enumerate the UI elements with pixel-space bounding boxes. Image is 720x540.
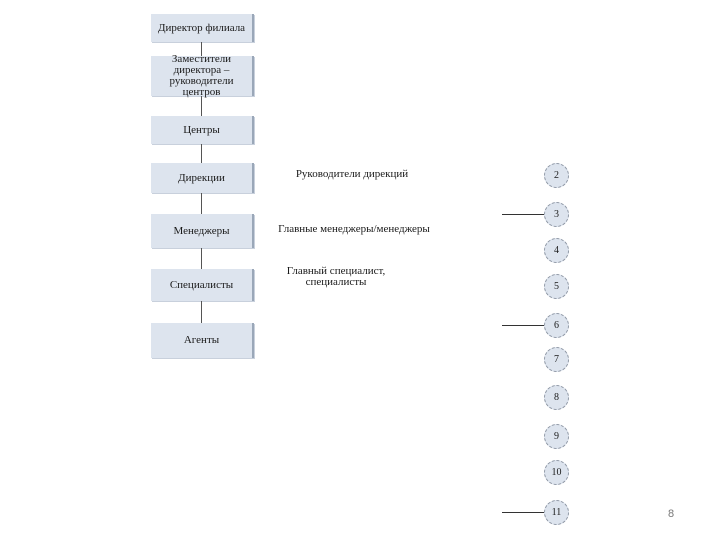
box-label: Заместители директора – руководители цен… [169,53,234,98]
box-label: Центры [183,123,220,136]
annotation-chief-managers: Главные менеджеры/менеджеры [278,223,430,235]
circle-node: 10 [544,460,569,485]
connector [201,301,202,323]
connector [201,42,202,56]
circle-node: 6 [544,313,569,338]
box-centers: Центры [151,116,254,144]
connector [201,193,202,214]
circle-node: 11 [544,500,569,525]
box-label: Агенты [183,334,220,346]
box-label: Менеджеры [173,224,230,237]
box-specialists: Специалисты [151,269,254,301]
box-label: Дирекции [178,171,225,184]
connector [201,96,202,116]
box-director: Директор филиала [151,14,254,42]
circle-connector [502,325,544,326]
box-label: Директор филиала [157,21,246,34]
circle-connector [502,214,544,215]
box-agents: Агенты [151,323,254,358]
box-label: Специалисты [169,278,234,291]
box-directorates: Дирекции [151,163,254,193]
circle-node: 7 [544,347,569,372]
connector [201,248,202,269]
box-deputies: Заместители директора – руководители цен… [151,53,254,98]
circle-node: 5 [544,274,569,299]
circle-node: 8 [544,385,569,410]
connector [201,144,202,163]
box-managers: Менеджеры [151,214,254,248]
circle-connector [502,512,544,513]
annotation-heads-of-directorates: Руководители дирекций [295,168,409,180]
annotation-chief-specialist: Главный специалист, специалисты [286,265,386,288]
page-number: 8 [668,508,675,520]
circle-node: 3 [544,202,569,227]
circle-node: 4 [544,238,569,263]
circle-node: 2 [544,163,569,188]
circle-node: 9 [544,424,569,449]
